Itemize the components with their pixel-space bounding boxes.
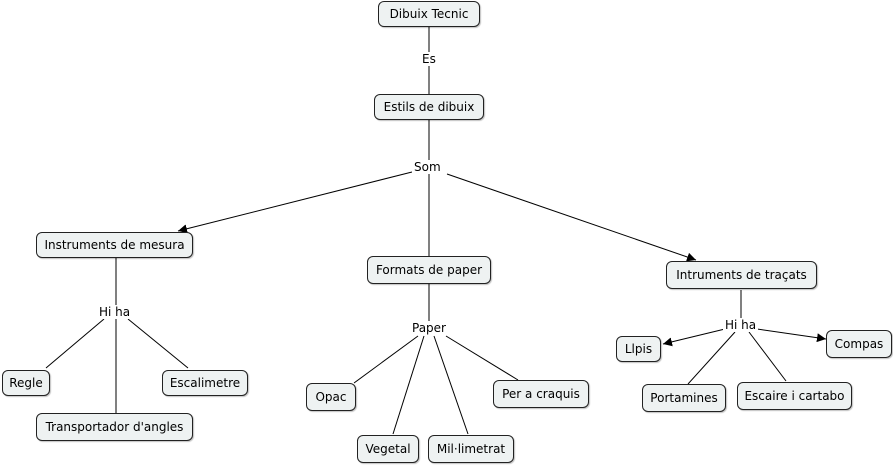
concept-regle[interactable]: Regle <box>2 370 50 396</box>
linking-phrase-es: Es <box>420 52 438 66</box>
concept-escaire-i-cartabo[interactable]: Escaire i cartabo <box>737 382 852 410</box>
linking-phrase-paper: Paper <box>410 321 448 335</box>
link-paper-mil <box>433 335 469 435</box>
linking-phrase-hi-ha-tracats: Hi ha <box>723 318 759 332</box>
concept-intruments-de-tracats[interactable]: Intruments de traçats <box>666 261 817 289</box>
concept-per-a-craquis[interactable]: Per a craquis <box>493 380 589 408</box>
link-paper-opac <box>353 335 419 384</box>
link-paper-craquis <box>445 335 519 381</box>
concept-instruments-de-mesura[interactable]: Instruments de mesura <box>36 232 193 258</box>
link-som-tracats <box>446 173 697 262</box>
link-hiha-compas <box>756 328 827 343</box>
concept-portamines[interactable]: Portamines <box>642 384 726 412</box>
link-som-mesura <box>177 171 413 234</box>
concept-vegetal[interactable]: Vegetal <box>357 435 419 463</box>
concept-mil-limetrat[interactable]: Mil·limetrat <box>428 435 514 463</box>
concept-llpis[interactable]: Llpis <box>616 336 661 362</box>
link-hiha-llpis <box>662 328 726 347</box>
link-hiha-regle <box>45 318 105 369</box>
linking-phrase-hi-ha-mesura: Hi ha <box>97 305 133 319</box>
concept-transportador-dangles[interactable]: Transportador d'angles <box>36 413 193 441</box>
concept-formats-de-paper[interactable]: Formats de paper <box>367 256 491 284</box>
link-hiha-escalimetre <box>127 318 189 369</box>
linking-phrase-som: Som <box>412 160 443 174</box>
concept-escalimetre[interactable]: Escalimetre <box>162 370 248 396</box>
concept-dibuix-tecnic[interactable]: Dibuix Tecnic <box>378 1 480 27</box>
link-paper-vegetal <box>392 335 425 435</box>
link-hiha-portamines <box>687 331 736 385</box>
concept-compas[interactable]: Compas <box>826 330 892 358</box>
concept-opac[interactable]: Opac <box>306 383 356 411</box>
link-hiha-escaire <box>748 331 787 382</box>
concept-estils-de-dibuix[interactable]: Estils de dibuix <box>374 94 484 120</box>
